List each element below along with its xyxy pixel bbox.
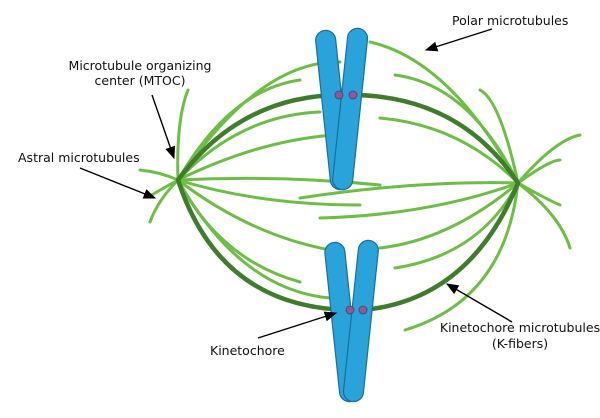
- kinetochore-upper-right: [348, 90, 358, 100]
- label-kfiber-line1: Kinetochore microtubules: [440, 320, 600, 335]
- kinetochore-lower-right: [358, 305, 368, 315]
- astral-microtubules: [138, 88, 582, 250]
- kinetochore-microtubules: [175, 92, 521, 313]
- mtoc-arrow: [151, 94, 176, 160]
- astral-arrow: [79, 167, 157, 199]
- chromosome-upper: [315, 27, 369, 191]
- label-polar-microtubules: Polar microtubules: [452, 13, 568, 28]
- polar-microtubules: [176, 40, 520, 332]
- kinetochore-arrow: [257, 311, 338, 339]
- kinetochore-lower-left: [345, 305, 355, 315]
- label-arrows: [79, 28, 513, 339]
- kinetochore-upper-left: [334, 90, 344, 100]
- chromosome-lower: [324, 239, 379, 403]
- label-mtoc-line2: center (MTOC): [95, 73, 186, 88]
- polar-arrow: [424, 28, 493, 52]
- label-kinetochore: Kinetochore: [210, 343, 285, 358]
- label-astral-microtubules: Astral microtubules: [18, 150, 140, 165]
- label-kfiber-line2: (K-fibers): [492, 336, 548, 351]
- label-mtoc-line1: Microtubule organizing: [69, 58, 212, 73]
- kfiber-arrow: [445, 283, 513, 323]
